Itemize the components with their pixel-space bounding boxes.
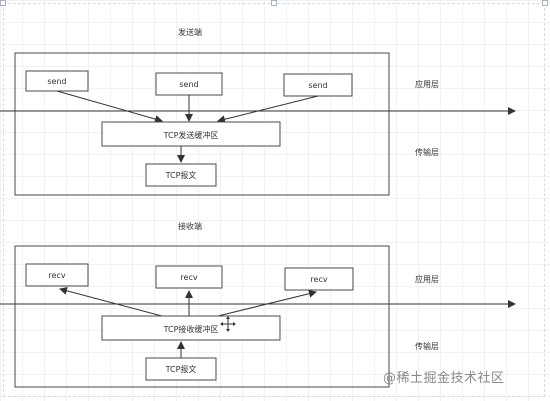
resize-handle-top-left[interactable]: [0, 0, 6, 6]
send-node-3-label: send: [308, 81, 327, 90]
send-segment-label: TCP报文: [165, 170, 197, 180]
buffer-to-recv-1-arrow: [59, 286, 163, 317]
recv-buffer-box[interactable]: [101, 315, 281, 341]
recv-buffer-label: TCP接收缓冲区: [163, 324, 219, 334]
send-node-1-label: send: [47, 77, 66, 86]
receiver-application-layer-label: 应用层: [415, 274, 439, 284]
send-1-to-buffer-arrow: [56, 90, 163, 123]
sender-container: [14, 52, 390, 196]
recv-node-2[interactable]: [155, 265, 223, 289]
recv-node-3-label: recv: [310, 275, 327, 284]
send-buffer-box[interactable]: [101, 121, 281, 147]
resize-handle-top-center[interactable]: [271, 0, 277, 6]
sender-application-layer-label: 应用层: [415, 79, 439, 89]
recv-node-1[interactable]: [25, 263, 89, 287]
recv-node-3[interactable]: [284, 267, 354, 291]
recv-segment-label: TCP报文: [165, 364, 197, 374]
resize-handle-top-right[interactable]: [542, 0, 548, 6]
send-3-to-buffer-arrow: [217, 95, 319, 124]
receiver-container: [14, 245, 390, 388]
recv-node-1-label: recv: [48, 271, 65, 280]
move-cursor-icon: [220, 316, 236, 332]
receiver-title: 接收端: [178, 221, 202, 231]
send-segment-box[interactable]: [145, 163, 217, 187]
watermark: @稀土掘金技术社区: [383, 371, 505, 386]
sender-transport-layer-label: 传输层: [415, 147, 439, 157]
receiver-transport-layer-label: 传输层: [415, 341, 439, 351]
recv-segment-box[interactable]: [145, 357, 217, 381]
recv-node-2-label: recv: [180, 273, 197, 282]
buffer-to-recv-3-arrow: [217, 289, 317, 317]
sender-title: 发送端: [178, 27, 202, 37]
send-node-2-label: send: [179, 80, 198, 89]
send-buffer-label: TCP发送缓冲区: [163, 130, 219, 140]
